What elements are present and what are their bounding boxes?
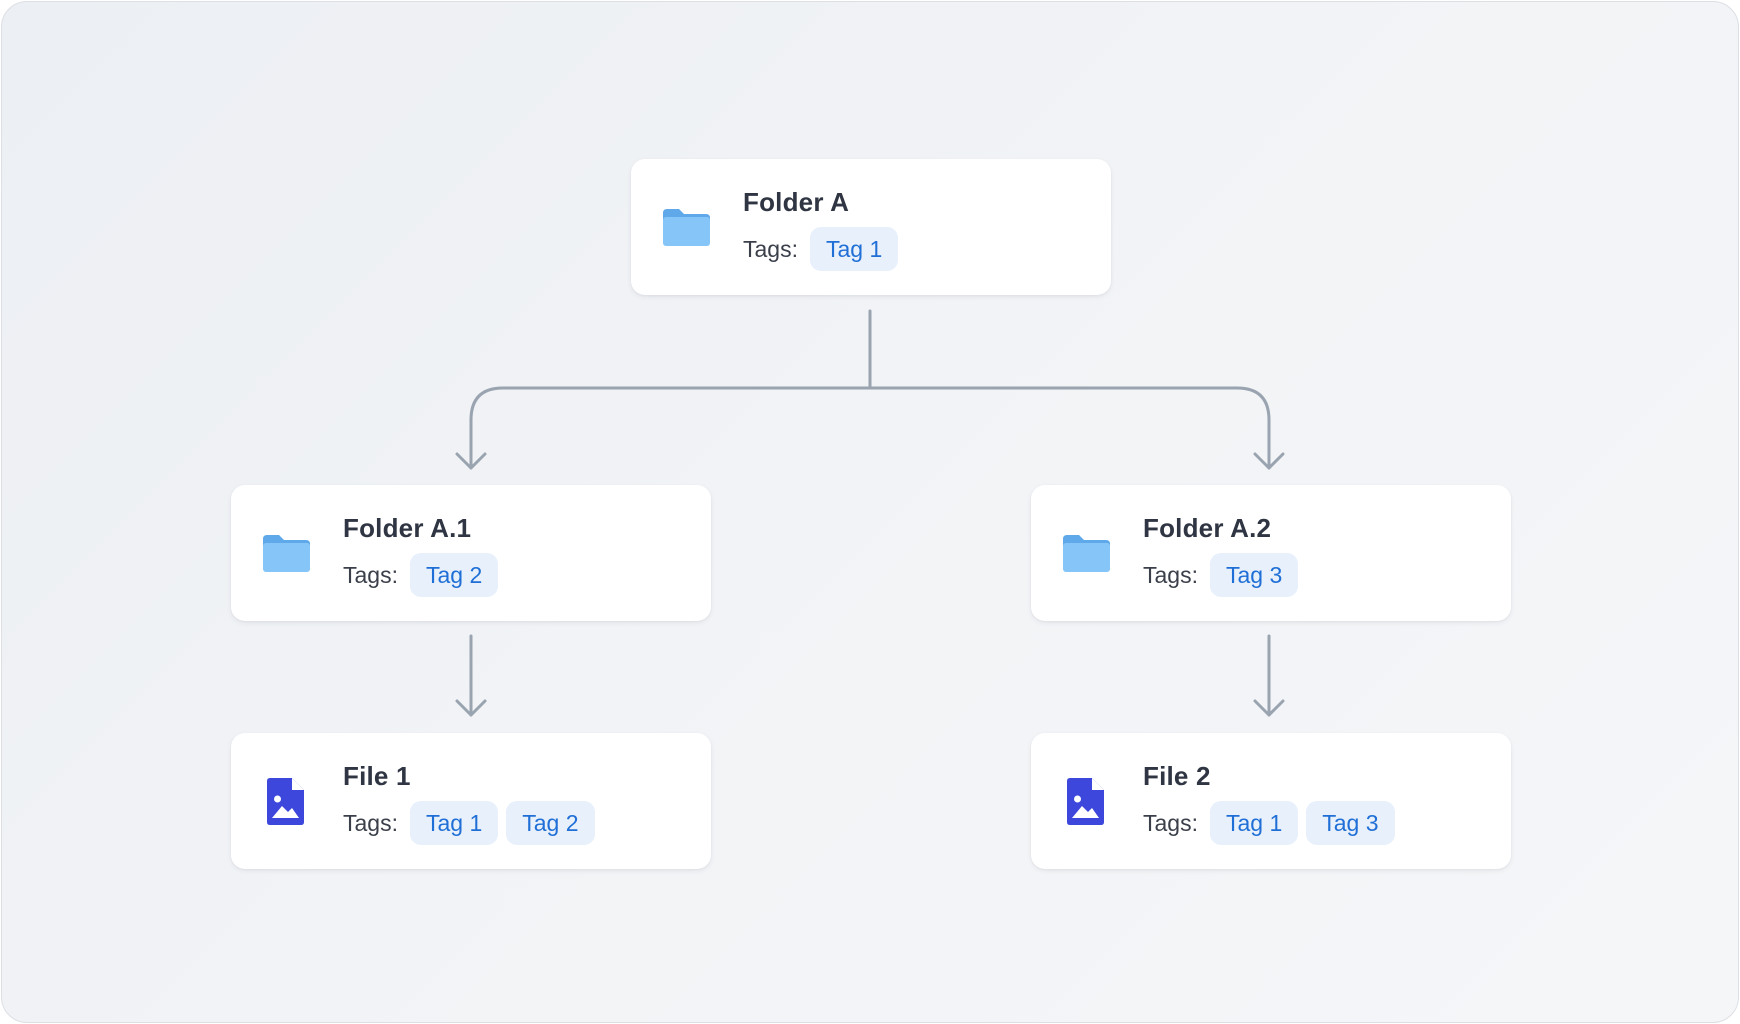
node-title: Folder A.2 [1143,513,1272,543]
tag-badge[interactable]: Tag 2 [506,801,595,845]
tags-label: Tags: [343,561,398,588]
tags-label: Tags: [1143,809,1198,836]
arrowhead-file-2 [1253,699,1285,717]
tag-badge[interactable]: Tag 3 [1306,801,1395,845]
tags-row: Tags: Tag 2 [343,553,499,597]
node-title: File 1 [343,761,411,791]
folder-icon [661,201,711,253]
arrowhead-file-1 [455,699,487,717]
node-folder-a2[interactable]: Folder A.2 Tags: Tag 3 [1031,485,1511,621]
arrowhead-folder-a2 [1253,452,1285,470]
node-file-2[interactable]: File 2 Tags: Tag 1 Tag 3 [1031,733,1511,869]
tags-label: Tags: [1143,561,1198,588]
tags-row: Tags: Tag 1 [743,227,899,271]
tags-label: Tags: [743,235,798,262]
folder-icon [1061,527,1111,579]
tag-badge[interactable]: Tag 1 [809,227,899,271]
arrowhead-folder-a1 [455,452,487,470]
tag-badge[interactable]: Tag 3 [1209,553,1299,597]
tag-badge[interactable]: Tag 2 [409,553,499,597]
node-title: Folder A [743,187,850,217]
node-title: Folder A.1 [343,513,472,543]
edge-folder-a-to-folder-a1 [469,386,872,470]
tags-label: Tags: [343,809,398,836]
tags-row: Tags: Tag 1 Tag 3 [1143,801,1395,845]
folder-icon [261,527,311,579]
node-folder-a1[interactable]: Folder A.1 Tags: Tag 2 [231,485,711,621]
tags-row: Tags: Tag 1 Tag 2 [343,801,595,845]
node-title: File 2 [1143,761,1211,791]
edge-folder-a-to-folder-a2 [868,386,1271,470]
node-folder-a[interactable]: Folder A Tags: Tag 1 [631,159,1111,295]
image-file-icon [261,775,311,827]
image-file-icon [1061,775,1111,827]
tag-badge[interactable]: Tag 1 [409,801,499,845]
node-file-1[interactable]: File 1 Tags: Tag 1 Tag 2 [231,733,711,869]
tag-badge[interactable]: Tag 1 [1209,801,1299,845]
tags-row: Tags: Tag 3 [1143,553,1299,597]
